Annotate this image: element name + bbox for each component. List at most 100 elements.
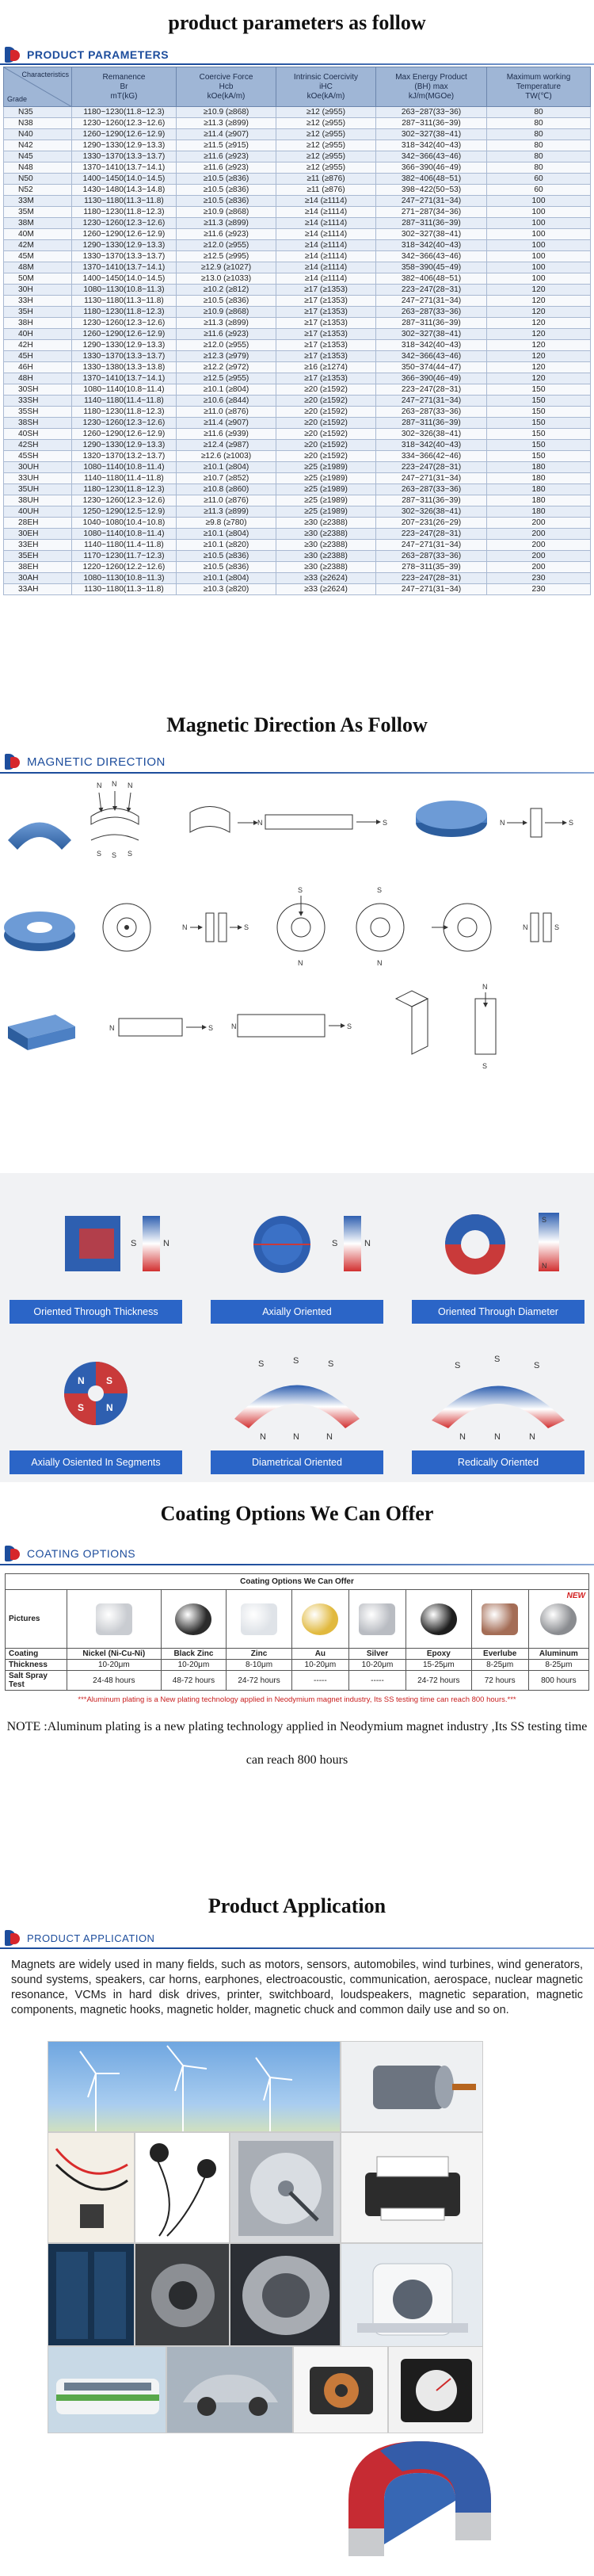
- parameter-cell: 200: [486, 528, 591, 540]
- svg-text:S: S: [328, 1359, 333, 1369]
- parameter-cell: ≥10.5 (≥836): [176, 295, 276, 307]
- parameter-cell: 247~271(31~34): [375, 195, 487, 207]
- svg-text:S: S: [383, 819, 387, 827]
- section-label: PRODUCT PARAMETERS: [27, 48, 169, 61]
- header-grade-label: Grade: [7, 95, 28, 103]
- coating-name-cell: Epoxy: [406, 1648, 472, 1660]
- orientation-label: Axially Oriented: [211, 1300, 383, 1324]
- grade-cell: N38: [3, 117, 72, 129]
- wind-turbines-image: [48, 2041, 341, 2132]
- parameter-cell: 200: [486, 550, 591, 562]
- parameter-cell: 1260~1290(12.6~12.9): [71, 128, 177, 140]
- parameter-cell: ≥10.5 (≥836): [176, 195, 276, 207]
- parameter-cell: 150: [486, 406, 591, 418]
- parameter-cell: 263~287(33~36): [375, 106, 487, 118]
- orientation-card-thickness: S N Oriented Through Thickness: [10, 1205, 182, 1324]
- parameter-cell: 1330~1380(13.3~13.8): [71, 361, 177, 373]
- coating-swatch-icon: [241, 1603, 278, 1635]
- parameter-cell: 80: [486, 117, 591, 129]
- parameter-cell: 1260~1290(12.6~12.9): [71, 428, 177, 440]
- parameter-cell: 120: [486, 284, 591, 296]
- parameter-cell: 1230~1260(12.3~12.6): [71, 217, 177, 229]
- parameter-cell: ≥12.0 (≥955): [176, 239, 276, 251]
- svg-text:S: S: [244, 923, 249, 931]
- svg-text:N: N: [523, 923, 528, 931]
- svg-text:S: S: [554, 923, 559, 931]
- grade-cell: N40: [3, 128, 72, 140]
- parameter-cell: ≥10.3 (≥820): [176, 583, 276, 595]
- parameter-cell: 80: [486, 140, 591, 151]
- hard-disk-image: [230, 2132, 341, 2243]
- parameter-cell: 302~327(38~41): [375, 328, 487, 340]
- parameter-cell: 1230~1260(12.3~12.6): [71, 417, 177, 429]
- parameter-cell: ≥20 (≥1592): [276, 450, 376, 462]
- svg-text:N: N: [298, 959, 303, 967]
- svg-text:N: N: [106, 1402, 113, 1413]
- parameter-cell: 350~374(44~47): [375, 361, 487, 373]
- section-header-application: PRODUCT APPLICATION: [0, 1928, 594, 1948]
- grade-cell: N45: [3, 151, 72, 162]
- grade-cell: 50M: [3, 273, 72, 285]
- parameter-cell: 247~271(31~34): [375, 472, 487, 484]
- parameter-cell: 120: [486, 328, 591, 340]
- parameter-cell: ≥14 (≥1114): [276, 206, 376, 218]
- sensor-wires-image: [48, 2132, 135, 2243]
- svg-text:N: N: [494, 1432, 501, 1442]
- parameter-cell: 1180~1230(11.8~12.3): [71, 206, 177, 218]
- parameter-cell: ≥25 (≥1989): [276, 483, 376, 495]
- svg-text:S: S: [534, 1361, 539, 1370]
- parameter-cell: 100: [486, 228, 591, 240]
- section-label: COATING OPTIONS: [27, 1547, 136, 1560]
- coating-thickness-cell: 10-20μm: [67, 1659, 162, 1671]
- coating-name-cell: Silver: [348, 1648, 407, 1660]
- parameter-cell: 120: [486, 295, 591, 307]
- parameter-cell: 1290~1330(12.9~13.3): [71, 339, 177, 351]
- parameter-cell: 1370~1410(13.7~14.1): [71, 162, 177, 174]
- parameter-cell: 1080~1140(10.8~11.4): [71, 528, 177, 540]
- parameter-cell: ≥14 (≥1114): [276, 250, 376, 262]
- svg-text:N: N: [542, 1262, 547, 1270]
- parameter-cell: ≥20 (≥1592): [276, 417, 376, 429]
- parameter-cell: 1180~1230(11.8~12.3): [71, 406, 177, 418]
- orientation-card-diameter: S N Oriented Through Diameter: [412, 1205, 584, 1324]
- parameter-cell: 120: [486, 373, 591, 384]
- grade-cell: 45H: [3, 350, 72, 362]
- coating-name-cell: Everlube: [470, 1648, 529, 1660]
- header-coercive: Coercive Force Hcb kOe(kA/m): [176, 67, 276, 107]
- parameter-cell: 334~366(42~46): [375, 450, 487, 462]
- svg-text:S: S: [131, 1239, 136, 1248]
- parameter-cell: 1140~1180(11.4~11.8): [71, 395, 177, 407]
- parameter-cell: ≥9.8 (≥780): [176, 517, 276, 529]
- parameter-cell: ≥10.1 (≥804): [176, 384, 276, 396]
- parameter-cell: ≥12 (≥955): [276, 151, 376, 162]
- parameter-cell: 180: [486, 495, 591, 506]
- parameter-cell: 1180~1230(11.8~12.3): [71, 106, 177, 118]
- parameter-cell: 100: [486, 273, 591, 285]
- parameter-cell: 1400~1450(14.0~14.5): [71, 273, 177, 285]
- coating-thickness-cell: 15-25μm: [406, 1659, 472, 1671]
- coating-thickness-cell: 8-25μm: [470, 1659, 529, 1671]
- parameter-cell: ≥14 (≥1114): [276, 239, 376, 251]
- parameter-cell: 100: [486, 195, 591, 207]
- coating-table-title: Coating Options We Can Offer: [5, 1573, 589, 1590]
- parameter-cell: ≥11.5 (≥915): [176, 140, 276, 151]
- parameter-cell: 180: [486, 461, 591, 473]
- parameter-cell: 1290~1330(12.9~13.3): [71, 140, 177, 151]
